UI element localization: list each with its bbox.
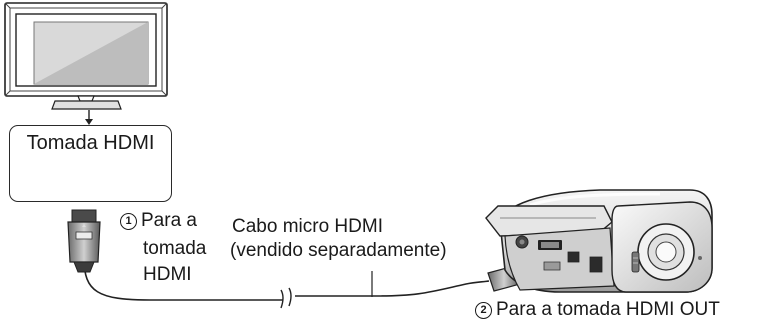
step1-number: 1 (120, 213, 137, 230)
arrow-down-icon (85, 110, 93, 125)
hdmi-plug-icon (67, 209, 101, 273)
cable-label-line1: Cabo micro HDMI (232, 216, 383, 237)
step2-number: 2 (475, 302, 492, 319)
step1-line3-label: HDMI (143, 264, 192, 285)
tv-hdmi-port-box: Tomada HDMI (9, 125, 172, 202)
tv-hdmi-port-label: Tomada HDMI (26, 132, 155, 154)
camera-icon (485, 189, 713, 293)
step1-line2-label: tomada (143, 238, 207, 259)
cable-label-line2: (vendido separadamente) (230, 240, 447, 261)
step2-text: Para a tomada HDMI OUT (496, 299, 720, 320)
tv-icon (4, 2, 168, 110)
step1-line1: Para a (141, 210, 197, 231)
